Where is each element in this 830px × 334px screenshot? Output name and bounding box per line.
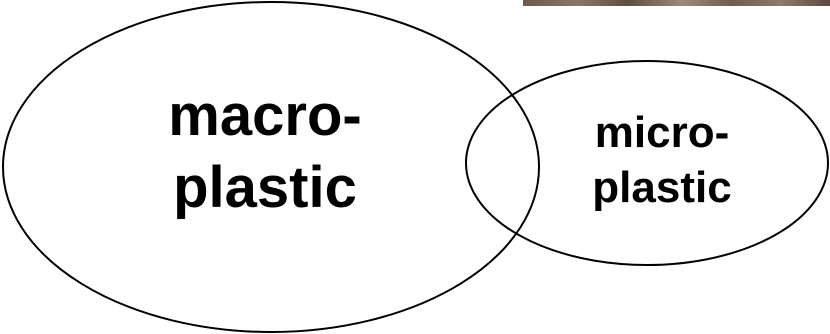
macroplastic-label-line-1: macro-	[168, 83, 361, 148]
microplastic-label-line-1: micro-	[595, 108, 729, 157]
microplastic-label-line-2: plastic	[592, 163, 731, 212]
macroplastic-label-line-2: plastic	[173, 155, 357, 220]
